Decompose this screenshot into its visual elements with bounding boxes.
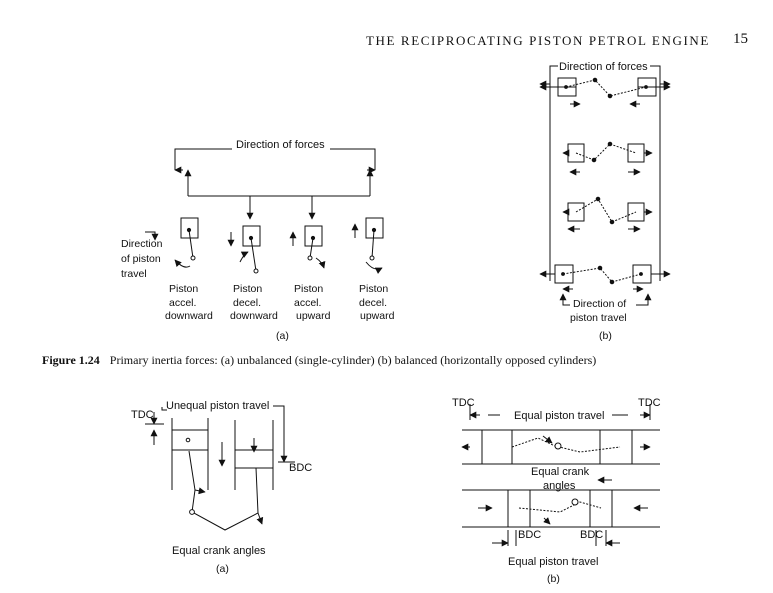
lower-a-unequal-travel: Unequal piston travel	[166, 400, 269, 412]
panel-b-bracket	[539, 65, 671, 306]
page-number: 15	[733, 31, 748, 47]
figure-caption-text: Primary inertia forces: (a) unbalanced (…	[109, 353, 597, 367]
panel-b-mechanisms	[539, 77, 671, 293]
lower-a-equal-crank: Equal crank angles	[172, 545, 266, 557]
col3-line3: upward	[296, 310, 331, 322]
panel-a-force-bracket	[174, 148, 376, 220]
running-title: THE RECIPROCATING PISTON PETROL ENGINE	[366, 33, 710, 48]
lower-b-tdc-left: TDC	[452, 397, 475, 409]
lower-b-tdc-right: TDC	[638, 397, 661, 409]
col4-line1: Piston	[359, 283, 388, 295]
panel-b-direction-of-forces: Direction of forces	[559, 61, 648, 73]
panel-b-travel-line2: piston travel	[570, 312, 627, 324]
figure-caption-label: Figure 1.24	[42, 353, 100, 367]
panel-a-travel-line2: of piston	[121, 253, 161, 265]
lower-b-equal-travel-bottom: Equal piston travel	[508, 556, 599, 568]
col2-line2: decel.	[233, 297, 261, 309]
panel-a-travel-line1: Direction	[121, 238, 163, 250]
panel-a-sublabel: (a)	[276, 330, 289, 342]
lower-b-equal-travel-top: Equal piston travel	[514, 410, 605, 422]
figure-caption: Figure 1.24 Primary inertia forces: (a) u…	[42, 353, 596, 368]
lower-a-bdc: BDC	[289, 462, 312, 474]
lower-b-bdc-left: BDC	[518, 529, 541, 541]
col4-line3: upward	[360, 310, 395, 322]
lower-b-equal-crank-1: Equal crank	[531, 466, 590, 478]
panel-a-travel-line3: travel	[121, 268, 147, 280]
panel-a-mechanisms	[145, 217, 384, 274]
lower-b-equal-crank-2: angles	[543, 480, 576, 492]
lower-b-bdc-right: BDC	[580, 529, 603, 541]
lower-a-sublabel: (a)	[216, 563, 229, 575]
lower-a-tdc: TDC	[131, 409, 154, 421]
panel-a-direction-of-forces: Direction of forces	[236, 139, 325, 151]
col4-line2: decel.	[359, 297, 387, 309]
col2-line1: Piston	[233, 283, 262, 295]
panel-b-sublabel: (b)	[599, 330, 612, 342]
lower-a-cylinders	[145, 405, 295, 531]
lower-b-cylinders	[461, 404, 660, 547]
panel-b-travel-line1: Direction of	[573, 298, 626, 310]
col2-line3: downward	[230, 310, 278, 322]
col3-line2: accel.	[294, 297, 321, 309]
col1-line1: Piston	[169, 283, 198, 295]
col1-line2: accel.	[169, 297, 196, 309]
lower-b-sublabel: (b)	[547, 573, 560, 585]
col1-line3: downward	[165, 310, 213, 322]
col3-line1: Piston	[294, 283, 323, 295]
